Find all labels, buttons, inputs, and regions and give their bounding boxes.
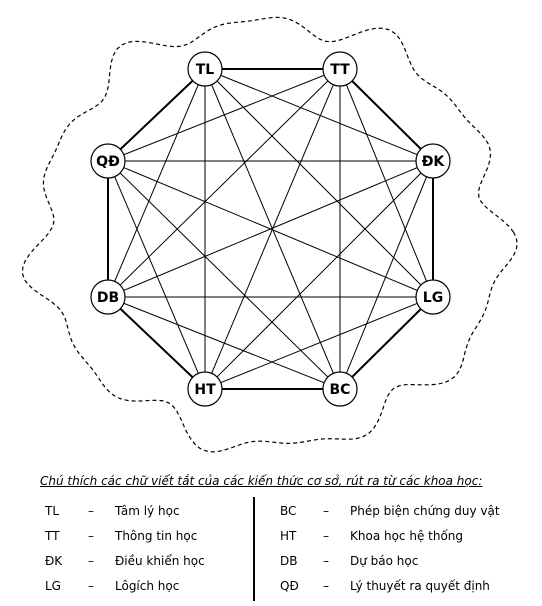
node-circle [90, 143, 126, 179]
nodes-group: TL TT ĐK LG BC HT DB QĐ [90, 51, 451, 407]
edge-tt-db [107, 68, 341, 298]
legend-abbr: TT [45, 529, 60, 543]
legend-meaning: Lý thuyết ra quyết định [350, 579, 490, 593]
edge-bc-qd [107, 160, 341, 390]
legend-abbr: BC [280, 504, 297, 518]
node-circle [415, 279, 451, 315]
edge-tt-qd [107, 68, 341, 162]
node-tl: TL [187, 51, 223, 87]
edge-dk-bc [339, 160, 434, 390]
edge-tl-qd [107, 68, 206, 162]
node-label: QĐ [96, 154, 120, 170]
legend-separator: – [323, 554, 329, 568]
node-tt: TT [322, 51, 358, 87]
legend-separator: – [88, 504, 94, 518]
dashed-boundary [21, 16, 518, 453]
legend-meaning: Lôgích học [115, 579, 180, 593]
legend-abbr: LG [45, 579, 61, 593]
node-circle [187, 371, 223, 407]
edge-dk-ht [204, 160, 434, 390]
node-circle [322, 371, 358, 407]
legend-abbr: DB [280, 554, 298, 568]
legend-abbr: QĐ [280, 579, 299, 593]
node-circle [90, 279, 126, 315]
legend-separator: – [323, 504, 329, 518]
node-label: TT [330, 62, 350, 78]
edge-tt-ht [204, 68, 341, 390]
node-circle [415, 143, 451, 179]
legend-meaning: Khoa học hệ thống [350, 529, 464, 543]
node-label: HT [194, 382, 216, 398]
edges-group [107, 68, 434, 390]
edge-bc-db [107, 296, 341, 390]
node-label: ĐK [422, 154, 446, 170]
legend-separator: – [323, 529, 329, 543]
edge-tl-dk [204, 68, 434, 162]
node-circle [187, 51, 223, 87]
node-qd: QĐ [90, 143, 126, 179]
legend-title: Chú thích các chữ viết tắt của các kiến … [40, 474, 483, 488]
legend-meaning: Tâm lý học [115, 504, 180, 518]
legend-separator: – [88, 579, 94, 593]
legend-meaning: Điều khiển học [115, 554, 205, 568]
node-label: LG [423, 290, 443, 306]
edge-lg-qd [107, 160, 434, 298]
knowledge-network-diagram: TL TT ĐK LG BC HT DB QĐ [21, 16, 518, 453]
node-label: DB [97, 290, 119, 306]
legend-separator: – [88, 529, 94, 543]
legend-separator: – [323, 579, 329, 593]
node-bc: BC [322, 371, 358, 407]
edge-lg-bc [339, 296, 434, 390]
node-dk: ĐK [415, 143, 451, 179]
legend-meaning: Phép biện chứng duy vật [350, 504, 500, 518]
node-ht: HT [187, 371, 223, 407]
node-label: TL [196, 62, 215, 78]
node-db: DB [90, 279, 126, 315]
edge-tt-lg [339, 68, 434, 298]
legend-separator: – [88, 554, 94, 568]
edge-tl-lg [204, 68, 434, 298]
edge-lg-ht [204, 296, 434, 390]
legend-abbr: ĐK [45, 554, 63, 568]
legend-abbr: TL [45, 504, 60, 518]
legend-abbr: HT [280, 529, 297, 543]
legend-meaning: Thông tin học [115, 529, 198, 543]
node-lg: LG [415, 279, 451, 315]
edge-ht-db [107, 296, 206, 390]
node-label: BC [330, 382, 351, 398]
edge-ht-qd [107, 160, 206, 390]
edge-tl-db [107, 68, 206, 298]
edge-tt-dk [339, 68, 434, 162]
node-circle [322, 51, 358, 87]
legend-divider [253, 497, 255, 601]
legend-meaning: Dự báo học [350, 554, 419, 568]
